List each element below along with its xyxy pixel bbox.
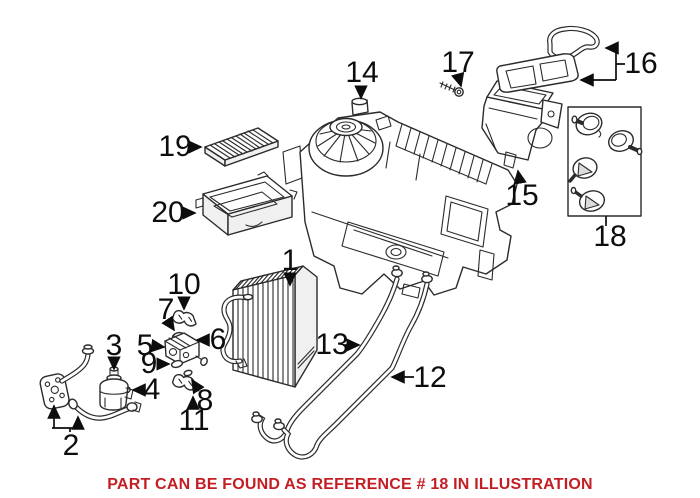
part-18-actuator-kit-drawing xyxy=(567,106,643,217)
part-15-duct-drawing xyxy=(481,80,563,169)
callout-10: 10 xyxy=(167,268,201,301)
callout-8: 8 xyxy=(196,384,214,417)
callout-9: 9 xyxy=(140,347,158,380)
part-17-screw-drawing xyxy=(439,81,464,97)
part-20-filter-tray-drawing xyxy=(195,171,298,236)
part-14-blower-housing-drawing xyxy=(282,97,518,299)
callout-6: 6 xyxy=(209,323,227,356)
callout-7: 7 xyxy=(157,293,175,326)
callout-19: 19 xyxy=(158,130,192,163)
callout-13: 13 xyxy=(315,328,349,361)
reference-note: PART CAN BE FOUND AS REFERENCE # 18 IN I… xyxy=(107,476,593,493)
callout-18: 18 xyxy=(593,220,627,253)
callout-20: 20 xyxy=(151,196,185,229)
callout-2: 2 xyxy=(62,429,80,462)
callout-17: 17 xyxy=(441,46,475,79)
callout-1: 1 xyxy=(281,244,299,277)
part-12-13-ac-pipes-drawing xyxy=(251,265,433,460)
callout-14: 14 xyxy=(345,56,379,89)
callout-3: 3 xyxy=(105,329,123,362)
part-1-evaporator-drawing xyxy=(220,265,318,388)
callout-12: 12 xyxy=(413,361,447,394)
part-16-seals-drawing xyxy=(496,25,600,93)
callout-5: 5 xyxy=(136,329,154,362)
callout-arrows xyxy=(47,41,625,432)
callout-4: 4 xyxy=(143,373,161,406)
part-19-cabin-filter-drawing xyxy=(204,127,279,167)
callout-16: 16 xyxy=(624,47,658,80)
callout-15: 15 xyxy=(505,179,539,212)
callout-11: 11 xyxy=(178,404,210,437)
